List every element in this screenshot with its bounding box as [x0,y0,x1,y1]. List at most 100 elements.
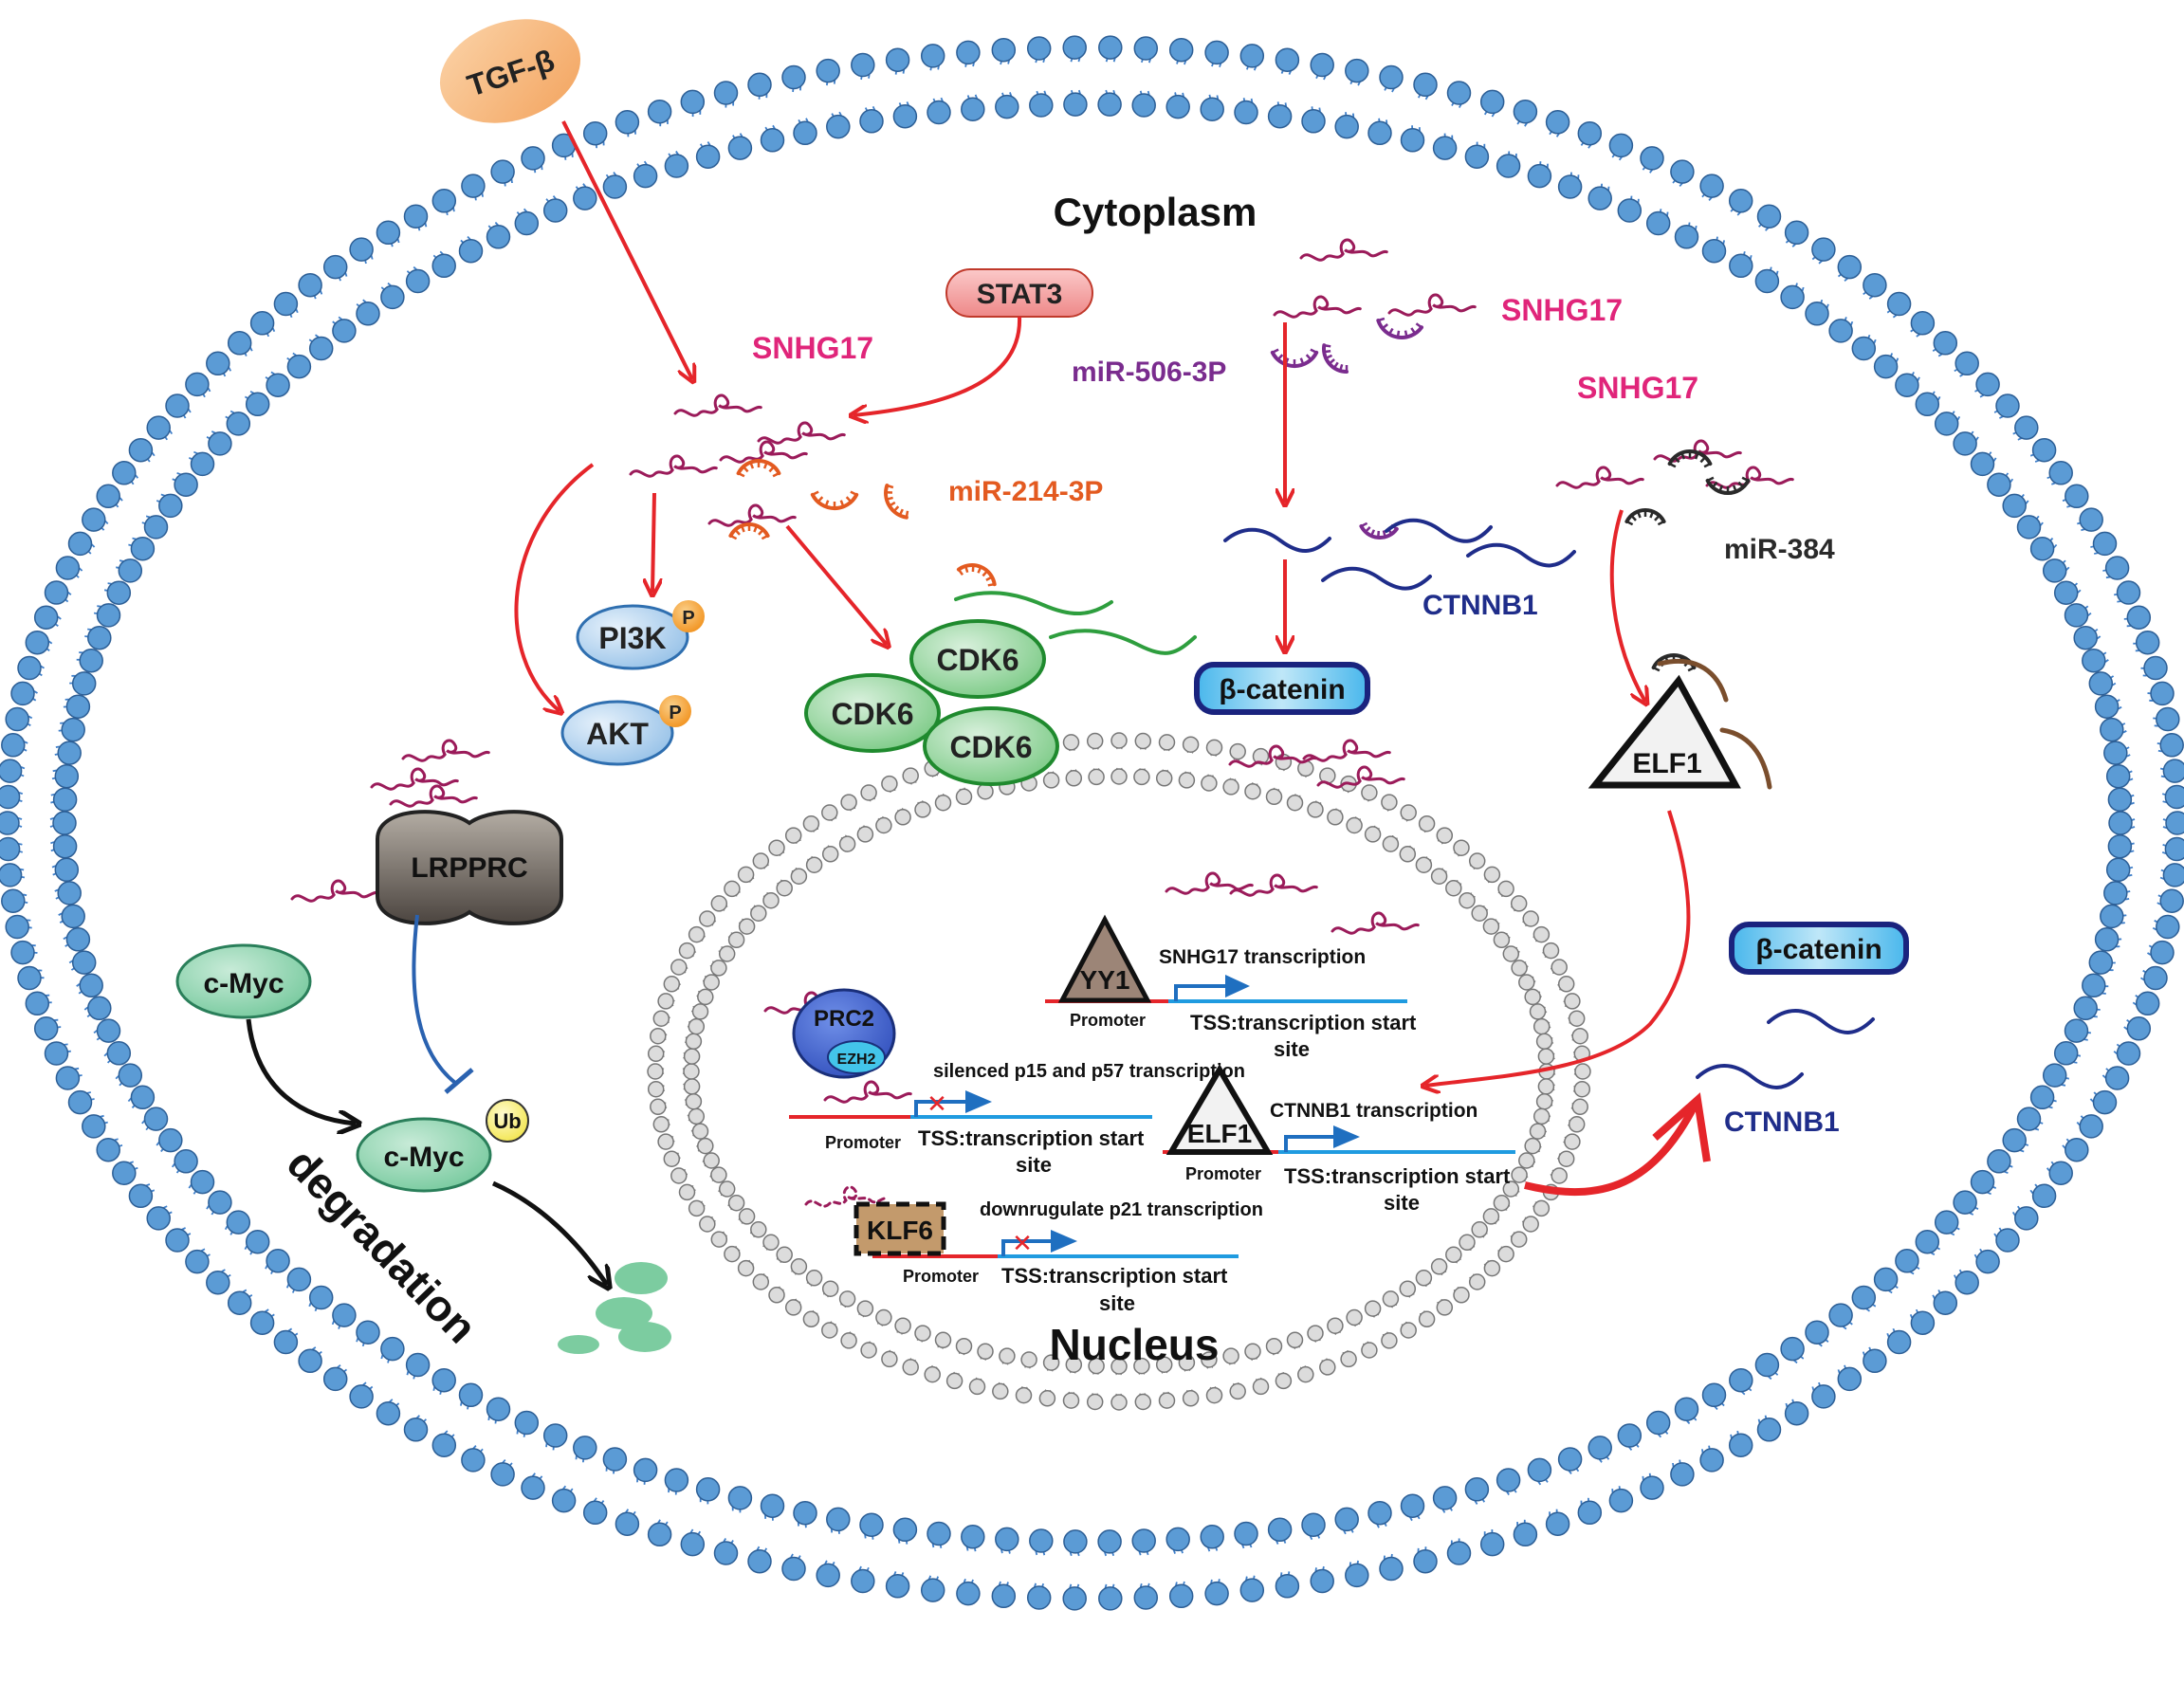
snhg17-label-right: SNHG17 [1577,371,1698,405]
snhg17-molecule [1332,913,1418,933]
snhg17-molecule [1231,875,1316,895]
pi3k-phospho-label: P [682,608,694,629]
elf1-tss-label: TSS:transcription start [1284,1164,1511,1188]
snhg17-label-left: SNHG17 [752,331,873,365]
mir384-label: miR-384 [1724,534,1835,565]
ctnnb1-label-cyto: CTNNB1 [1422,590,1538,621]
cdk6-complex: CDK6 CDK6 CDK6 [806,621,1057,784]
akt-label: AKT [586,717,649,751]
snhg17-molecule [1304,741,1389,760]
mir214-label: miR-214-3P [948,476,1103,507]
lrpprc-label: LRPPRC [411,852,527,884]
snhg17-molecule [759,423,844,443]
elf1-gene-module: ELF1 Promoter CTNNB1 transcription TSS:t… [1163,1070,1515,1215]
prc2-promoter-label: Promoter [825,1133,901,1152]
ctnnb1-mrna-cyto [1225,521,1574,589]
beta-catenin-label-out: β-catenin [1755,934,1881,965]
ub-label: Ub [493,1109,521,1133]
snhg17-molecule [675,395,761,415]
snhg17-molecule [372,769,457,789]
yy1-tss-label-2: site [1274,1037,1310,1061]
ctnnb1-transcription-label: CTNNB1 transcription [1270,1100,1477,1122]
prc2-label: PRC2 [814,1006,874,1032]
snhg17-molecule [721,442,806,462]
cdk6-label-3: CDK6 [949,730,1032,764]
mirna-molecule [813,492,856,508]
ctnnb1-label-out: CTNNB1 [1724,1107,1840,1138]
beta-catenin-label-cyto: β-catenin [1219,674,1345,705]
tgf-beta-ligand: TGF-β [427,2,595,140]
mirna-molecule [1626,510,1663,524]
akt-protein: AKT P [562,695,691,764]
cell-membrane [0,36,2184,1610]
elf1-promoter-label: Promoter [1185,1164,1261,1183]
prc2-block-x: ✕ [927,1089,947,1118]
mir506-label: miR-506-3P [1072,357,1226,388]
cdk6-label-2: CDK6 [831,697,913,731]
cmyc-ub-protein: c-Myc Ub [358,1100,528,1191]
degradation-arrow [493,1183,607,1285]
klf6-gene-module: KLF6 Promoter ✕ downrugulate p21 transcr… [856,1199,1263,1315]
akt-phospho-label: P [669,703,681,723]
stat3-protein: STAT3 [946,269,1092,317]
mirna-molecule [1324,345,1347,372]
snhg17-molecule [631,456,716,476]
snhg17-molecule [1301,240,1386,260]
prc2-tss-label: TSS:transcription start [918,1126,1145,1150]
p21-label: downrugulate p21 transcription [980,1199,1263,1220]
yy1-gene-module: YY1 Promoter SNHG17 transcription TSS:tr… [1045,920,1417,1061]
snhg17-molecule [292,881,377,901]
elf1-label-cyto: ELF1 [1632,748,1701,779]
snhg17-molecule [1557,467,1643,487]
elf1-tss-arrow [1286,1137,1337,1152]
pi3k-label: PI3K [598,621,666,655]
snhg17-molecule [825,1082,910,1102]
snhg17-molecule [709,505,795,525]
klf6-promoter-label: Promoter [903,1267,979,1286]
nucleus-label: Nucleus [1050,1320,1220,1369]
mirna-molecule [1708,478,1749,493]
ezh2-label: EZH2 [837,1052,876,1068]
pi3k-protein: PI3K P [578,600,705,668]
mirna-molecule [886,485,908,518]
elf1-tss-label-2: site [1384,1191,1420,1215]
mirna-molecule [739,461,780,476]
klf6-label: KLF6 [867,1216,933,1245]
mirna-molecule [1273,350,1316,366]
stat3-label: STAT3 [977,279,1063,310]
klf6-tss-label: TSS:transcription start [1001,1264,1228,1288]
cmyc-protein: c-Myc [177,945,310,1017]
lrpprc-protein: LRPPRC [377,812,561,924]
snhg17-label-top-right: SNHG17 [1501,293,1623,327]
elf1-label-nucleus: ELF1 [1187,1119,1252,1148]
snhg17-molecule [403,741,488,760]
degraded-fragments [558,1262,671,1354]
cmyc-label: c-Myc [203,968,284,999]
elf1-cyto: ELF1 [1595,681,1735,785]
lrpprc-inhibit-bar [446,1070,472,1092]
snhg17-transcription-label: SNHG17 transcription [1159,946,1366,968]
yy1-tss-arrow [1176,986,1228,1001]
snhg17-molecule [1389,295,1475,315]
cmyc-ub-label: c-Myc [383,1142,464,1173]
snhg17-molecule [1707,467,1792,487]
yy1-tss-label: TSS:transcription start [1190,1011,1417,1034]
klf6-tss-label-2: site [1099,1291,1135,1315]
cytoplasm-label: Cytoplasm [1054,190,1257,234]
klf6-block-x: ✕ [1012,1229,1033,1257]
cmyc-arrow [248,1019,356,1124]
yy1-label: YY1 [1080,965,1130,995]
export-arrow [1525,1100,1698,1192]
stat3-arrow [853,317,1019,415]
beta-catenin-cyto: β-catenin [1197,665,1367,712]
mirna-molecule [959,565,995,585]
beta-catenin-out: β-catenin [1732,924,1906,972]
mirna-molecule [1378,319,1422,338]
cdk6-label-1: CDK6 [936,643,1019,677]
ctnnb1-mrna-out [1698,1011,1873,1088]
snhg17-molecule [806,1187,888,1206]
yy1-promoter-label: Promoter [1070,1011,1146,1030]
snhg17-molecule [391,786,476,806]
mirna-molecule [730,524,767,539]
